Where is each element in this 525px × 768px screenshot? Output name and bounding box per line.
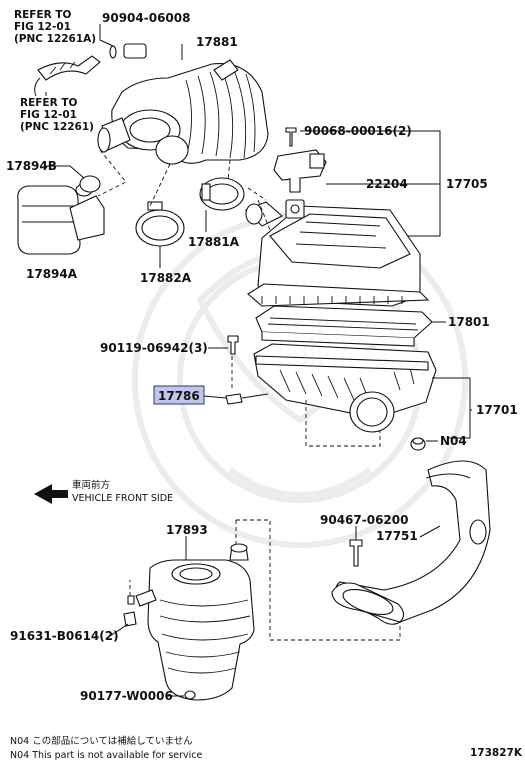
air-cleaner-case-17701 <box>253 343 437 433</box>
label-17786: 17786 <box>158 389 200 403</box>
air-cleaner-cap-17705 <box>245 199 430 307</box>
intake-duct-17881 <box>97 44 269 165</box>
clip-90904 <box>99 24 147 59</box>
direction-label-en: VEHICLE FRONT SIDE <box>72 493 173 504</box>
clamp-17894b <box>44 165 101 193</box>
refer-hose <box>34 55 101 97</box>
label-17801: 17801 <box>448 315 490 329</box>
bracket-17705 <box>300 130 441 237</box>
sensor-22204 <box>273 149 327 193</box>
label-17751: 17751 <box>376 529 418 543</box>
label-90904-06008: 90904-06008 <box>102 11 190 25</box>
refer-note-1-line1: REFER TO <box>14 9 72 21</box>
label-17894b: 17894B <box>6 159 57 173</box>
refer-note-2-line1: REFER TO <box>20 97 78 109</box>
label-90177-w0006: 90177-W0006 <box>80 689 173 703</box>
bolt-91631 <box>123 595 137 627</box>
leaders-mid <box>203 321 446 442</box>
refer-note-1-line2: FIG 12-01 <box>14 21 71 33</box>
highlight-17786: 17786 <box>153 385 205 405</box>
refer-note-2: REFER TO FIG 12-01 (PNC 12261) <box>20 97 94 133</box>
relation-lines-upper <box>97 149 267 207</box>
leaders-lower-right <box>355 525 441 540</box>
clamp-17882a <box>135 201 185 268</box>
refer-note-1: REFER TO FIG 12-01 (PNC 12261A) <box>14 9 96 45</box>
resonator-17893 <box>135 543 255 701</box>
bracket-17701 <box>432 377 472 439</box>
label-n04: N04 <box>440 434 467 448</box>
refer-note-1-line3: (PNC 12261A) <box>14 33 96 45</box>
label-17882a: 17882A <box>140 271 192 285</box>
label-17881: 17881 <box>196 35 238 49</box>
footnote-en: N04 This part is not available for servi… <box>10 750 203 761</box>
vehicle-front-arrow <box>34 484 68 504</box>
bolt-90119 <box>227 335 239 355</box>
resonator-17894a <box>17 183 105 255</box>
refer-note-2-line2: FIG 12-01 <box>20 109 77 121</box>
label-90068-00016: 90068-00016(2) <box>304 124 412 138</box>
label-17705: 17705 <box>446 177 488 191</box>
grommet-90177 <box>184 690 196 700</box>
direction-label-jp: 車両前方 <box>72 479 110 491</box>
relation-lines-lower <box>109 519 401 697</box>
label-22204: 22204 <box>366 177 408 191</box>
refer-note-2-line3: (PNC 12261) <box>20 121 94 133</box>
footnote-jp: N04 この部品については補給していません <box>10 735 193 747</box>
screw-90068 <box>285 127 297 147</box>
label-90119-06942: 90119-06942(3) <box>100 341 208 355</box>
label-17881a: 17881A <box>188 235 240 249</box>
label-90467-06200: 90467-06200 <box>320 513 408 527</box>
label-91631-b0614: 91631-B0614(2) <box>10 629 119 643</box>
clamp-17881a <box>199 177 245 232</box>
clip-17786 <box>225 393 269 405</box>
label-17701: 17701 <box>476 403 518 417</box>
relation-lines-mid <box>231 199 381 447</box>
air-filter-element-17801 <box>255 305 433 347</box>
grommet-n04 <box>410 437 426 451</box>
intake-hose-17751 <box>331 460 491 625</box>
label-17894a: 17894A <box>26 267 78 281</box>
label-17893: 17893 <box>166 523 208 537</box>
screw-90467 <box>349 539 363 567</box>
figure-id: 173827K <box>470 747 523 759</box>
